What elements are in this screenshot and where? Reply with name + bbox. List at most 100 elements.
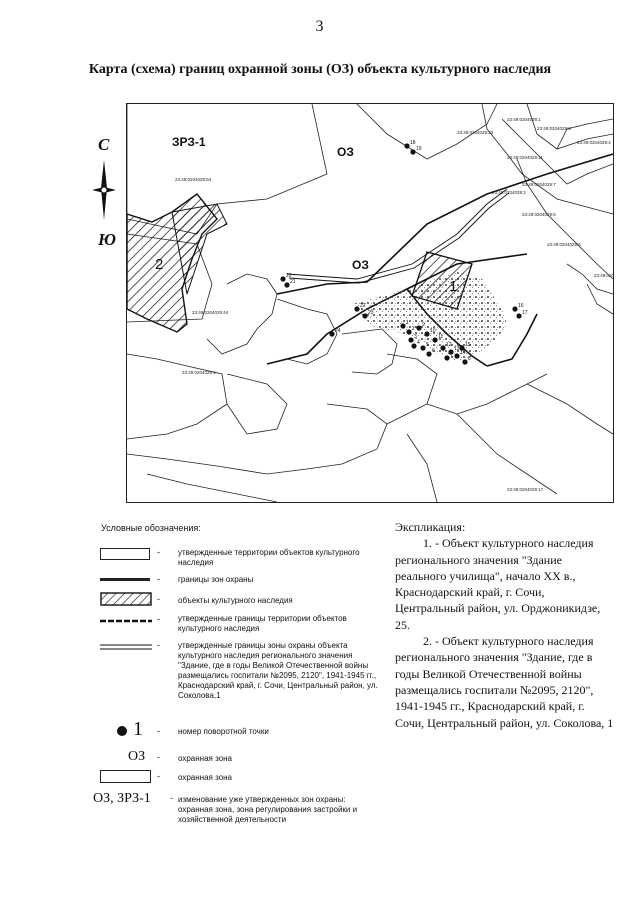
turning-point-marker (329, 331, 335, 337)
turning-point-label: 14 (460, 350, 466, 356)
turning-point-marker (280, 276, 286, 282)
legend-item-text: утвержденные границы территории объектов… (178, 614, 347, 633)
svg-text:23:49:0204029:8: 23:49:0204029:8 (594, 273, 613, 278)
turning-point-marker (516, 313, 522, 319)
turning-point-marker (411, 343, 417, 349)
turning-point-marker (424, 331, 430, 337)
turning-point-label: 1 (406, 320, 409, 326)
turning-point-marker (512, 306, 518, 312)
zone-label-zrz1: ЗРЗ-1 (172, 135, 206, 149)
turning-point-marker (448, 349, 454, 355)
turning-point-label: 24 (335, 328, 341, 334)
turning-point-marker (406, 329, 412, 335)
turning-point-marker (400, 323, 406, 329)
explication-item-1: 1. - Объект культурного наследия региона… (395, 536, 601, 632)
compass-north-label: С (98, 135, 110, 154)
page-number: 3 (315, 18, 324, 35)
turning-point-marker (408, 337, 414, 343)
legend-symbol-dot-icon (117, 726, 127, 736)
turning-point-marker (454, 353, 460, 359)
turning-point-marker (420, 345, 426, 351)
svg-text:23:49:0204029:23: 23:49:0204029:23 (457, 130, 494, 135)
zone-label-oz-center: ОЗ (352, 258, 369, 272)
turning-point-label: 22 (360, 303, 366, 309)
legend-dash: - (157, 547, 160, 557)
turning-point-label: 2 (412, 326, 415, 332)
turning-point-marker (410, 149, 416, 155)
turning-point-label: 7 (450, 352, 453, 358)
svg-text:23:49:0204029:7: 23:49:0204029:7 (522, 182, 556, 187)
legend-item-text: номер поворотной точки (178, 727, 269, 736)
legend-symbol-oz-text: ОЗ (128, 749, 146, 764)
legend-item-text: охранная зона (178, 773, 232, 782)
svg-text:23:49:0204029:44: 23:49:0204029:44 (192, 310, 229, 315)
heritage-object-1 (411, 251, 473, 310)
turning-point-label: 3 (414, 334, 417, 340)
svg-text:23:49:0204029:17: 23:49:0204029:17 (507, 487, 544, 492)
svg-text:23:49:0204029:5: 23:49:0204029:5 (547, 242, 581, 247)
parcel-outlines (127, 104, 613, 502)
svg-text:23:49:0204029:2: 23:49:0204029:2 (492, 190, 526, 195)
svg-text:23:49:0204029:3: 23:49:0204029:3 (537, 126, 571, 131)
svg-text:23:49:0204029:54: 23:49:0204029:54 (175, 177, 212, 182)
explication-item-2: 2. - Объект культурного наследия региона… (395, 634, 614, 730)
zone-label-oz-top: ОЗ (337, 145, 354, 159)
svg-text:23:49:0204029:1: 23:49:0204029:1 (182, 370, 216, 375)
turning-point-label: 5 (426, 342, 429, 348)
legend-symbol-line-double (100, 644, 152, 650)
legend-dash: - (157, 594, 160, 604)
legend-item-text: охранная зона (178, 754, 232, 763)
legend-dash: - (170, 793, 173, 803)
turning-point-label: 23 (368, 310, 374, 316)
turning-point-label: 19 (416, 146, 422, 152)
turning-point-label: 18 (410, 140, 416, 146)
legend-dash: - (157, 752, 160, 762)
turning-point-label: 6 (432, 348, 435, 354)
svg-text:23:49:0204029:11: 23:49:0204029:11 (507, 155, 543, 160)
page-title: Карта (схема) границ охранной зоны (ОЗ) … (88, 62, 552, 77)
legend-item-text: утвержденные границы зоны охраны объекта… (178, 641, 378, 700)
object-label-1: 1 (449, 278, 457, 295)
turning-point-label: 15 (465, 342, 471, 348)
svg-text:23:49:0204029:1: 23:49:0204029:1 (507, 117, 541, 122)
turning-point-label: 8 (468, 356, 471, 362)
legend-item-text: утвержденные территории объектов культур… (178, 548, 360, 567)
turning-point-marker (440, 345, 446, 351)
turning-point-label: 21 (290, 279, 296, 285)
legend-dash: - (157, 771, 160, 781)
legend-item-text: границы зон охраны (178, 575, 254, 584)
legend-dash: - (157, 614, 160, 624)
turning-point-label: 17 (522, 310, 528, 316)
object-label-2: 2 (155, 256, 163, 273)
legend-symbol-oz-zrz-text: ОЗ, ЗРЗ-1 (93, 791, 151, 806)
legend-title: Условные обозначения: (101, 523, 201, 533)
turning-point-marker (426, 351, 432, 357)
legend-symbol-box-solid (100, 548, 150, 560)
turning-point-label: 16 (518, 303, 524, 309)
explication-title: Экспликация: (395, 520, 466, 534)
turning-point-label: 12 (446, 342, 452, 348)
turning-point-marker (362, 313, 368, 319)
legend-dash: - (157, 640, 160, 650)
legend-dash: - (157, 726, 160, 736)
legend-item-text: объекты культурного наследия (178, 596, 293, 605)
compass-south-label: Ю (98, 230, 116, 249)
turning-point-marker (354, 306, 360, 312)
turning-point-label: 10 (430, 328, 436, 334)
legend-dash: - (157, 574, 160, 584)
explication: Экспликация: 1. - Объект культурного нас… (395, 519, 615, 731)
turning-point-label: 11 (438, 334, 443, 340)
heritage-site-1-territory (352, 272, 507, 362)
turning-point-marker (432, 337, 438, 343)
legend-symbol-line-thick (100, 578, 150, 581)
legend-item-text: изменование уже утвержденных зон охраны:… (178, 795, 358, 824)
legend-symbol-box-open (100, 770, 151, 783)
cadastral-map: 23:49:0204029:54 23:49:0204029:1 23:49:0… (127, 104, 613, 502)
turning-point-marker (459, 345, 465, 351)
legend-symbol-line-dashed (100, 619, 152, 623)
svg-text:23:49:0204029:6: 23:49:0204029:6 (522, 212, 556, 217)
turning-point-marker (404, 143, 410, 149)
map-frame: 23:49:0204029:54 23:49:0204029:1 23:49:0… (126, 103, 614, 503)
approved-zone-double-boundary (286, 188, 510, 284)
